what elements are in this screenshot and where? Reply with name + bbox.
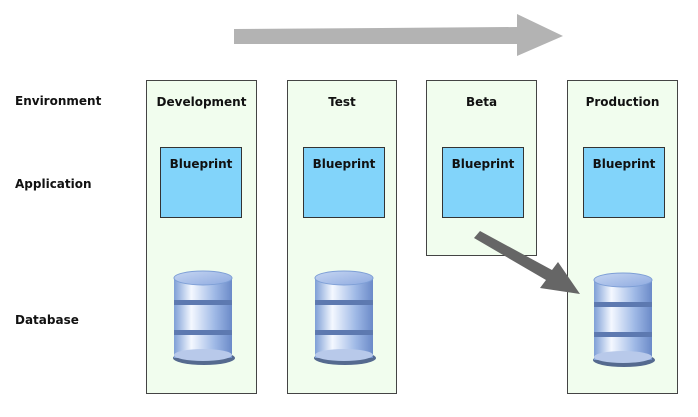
env-test: Test Blueprint: [287, 80, 397, 394]
migration-arrow-icon: [474, 231, 580, 294]
row-label-application: Application: [15, 177, 92, 191]
blueprint-box: Blueprint: [583, 147, 665, 218]
blueprint-box: Blueprint: [442, 147, 524, 218]
env-beta: Beta Blueprint: [426, 80, 537, 256]
database-icon: [593, 272, 655, 367]
blueprint-label: Blueprint: [169, 157, 233, 171]
env-development: Development Blueprint: [146, 80, 257, 394]
blueprint-label: Blueprint: [451, 157, 515, 171]
row-label-environment: Environment: [15, 94, 102, 108]
database-icon: [173, 270, 235, 365]
env-title: Development: [156, 95, 247, 109]
database-icon: [314, 270, 376, 365]
blueprint-box: Blueprint: [160, 147, 242, 218]
row-label-database: Database: [15, 313, 79, 327]
blueprint-label: Blueprint: [312, 157, 376, 171]
env-title: Test: [328, 95, 356, 109]
env-title: Beta: [465, 95, 498, 109]
blueprint-label: Blueprint: [592, 157, 656, 171]
progress-arrow-icon: [234, 14, 563, 56]
env-title: Production: [585, 95, 660, 109]
blueprint-box: Blueprint: [303, 147, 385, 218]
